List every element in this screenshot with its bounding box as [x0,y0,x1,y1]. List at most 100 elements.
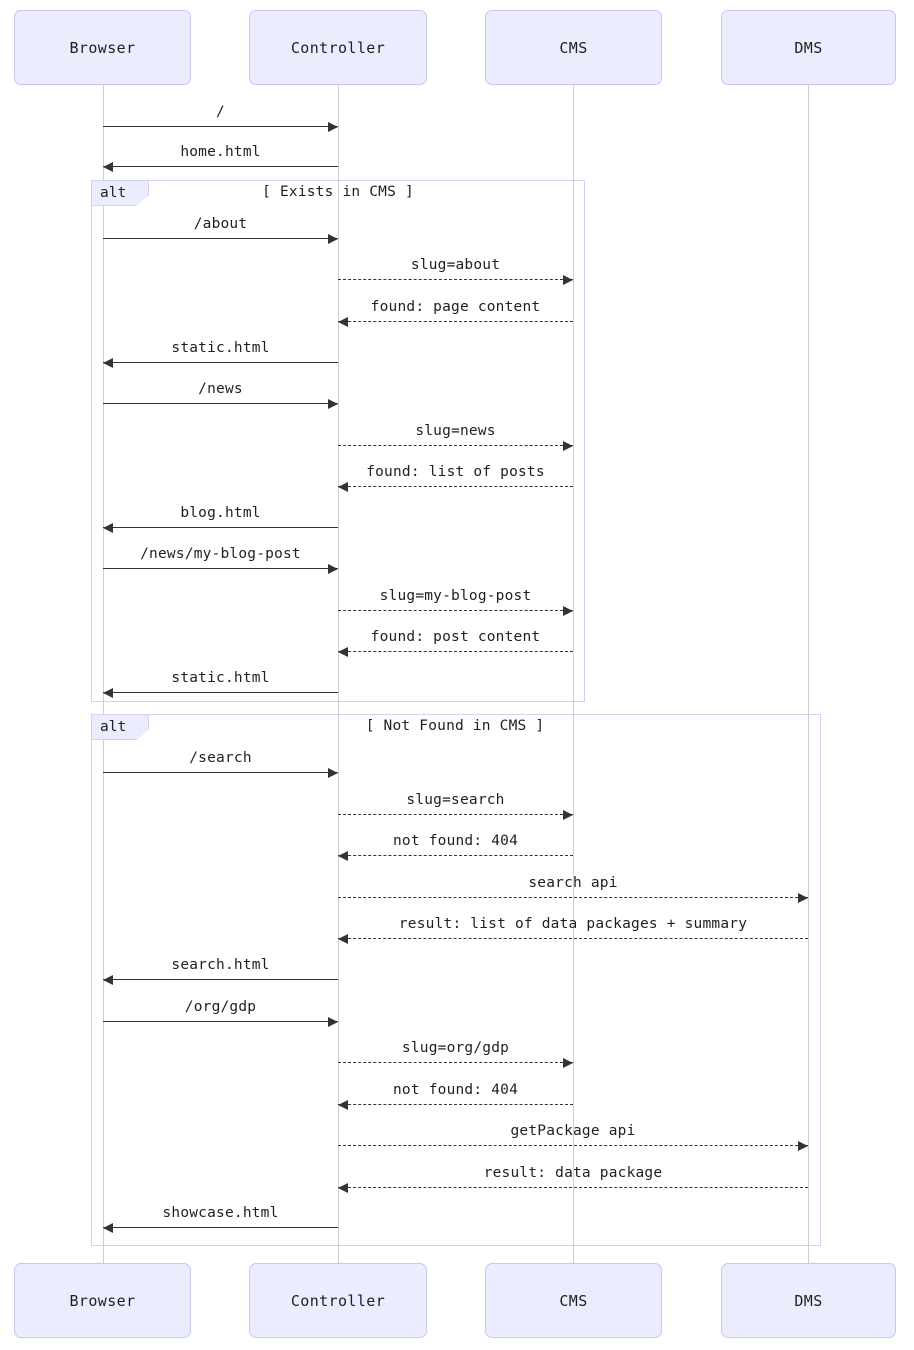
message-line-m08 [338,445,573,446]
message-line-m24 [338,1145,808,1146]
message-line-m05 [338,321,573,322]
message-line-m01 [103,126,338,127]
participant-bottom-cms[interactable]: CMS [485,1263,662,1338]
message-arrowhead-m06 [103,357,113,368]
message-arrowhead-m21 [328,1016,338,1027]
message-line-m25 [338,1187,808,1188]
message-label-m01: / [216,104,225,120]
message-label-m18: search api [528,875,618,891]
message-line-m18 [338,897,808,898]
message-line-m17 [338,855,573,856]
message-label-m04: slug=about [410,257,501,273]
message-arrowhead-m01 [328,121,338,132]
participant-label: CMS [559,38,588,57]
message-line-m02 [103,166,338,167]
message-line-m23 [338,1104,573,1105]
message-arrowhead-m26 [103,1222,113,1233]
lifeline-dms [808,85,809,1263]
message-label-m15: /search [189,750,252,766]
lifeline-browser [103,85,104,1263]
participant-bottom-controller[interactable]: Controller [249,1263,427,1338]
alt-keyword-label: alt [100,185,127,201]
message-line-m21 [103,1021,338,1022]
message-label-m08: slug=news [415,423,496,439]
message-label-m09: found: list of posts [366,464,545,480]
message-label-m23: not found: 404 [392,1082,519,1098]
message-label-m16: slug=search [406,792,505,808]
message-label-m07: /news [198,381,243,397]
message-line-m12 [338,610,573,611]
message-arrowhead-m19 [338,933,348,944]
participant-label: DMS [794,1291,823,1310]
message-label-m05: found: page content [370,299,541,315]
alt-condition-label-alt-exists-in-cms: [ Exists in CMS ] [262,184,414,200]
alt-condition-label-alt-not-found-in-cms: [ Not Found in CMS ] [365,718,545,734]
message-line-m13 [338,651,573,652]
message-line-m09 [338,486,573,487]
message-label-m10: blog.html [180,505,261,521]
alt-fragment-tab-alt-exists-in-cms: alt [92,181,149,206]
message-arrowhead-m03 [328,233,338,244]
message-arrowhead-m25 [338,1182,348,1193]
message-arrowhead-m20 [103,974,113,985]
message-label-m14: static.html [171,670,270,686]
message-arrowhead-m22 [563,1057,573,1068]
message-arrowhead-m04 [563,274,573,285]
message-line-m03 [103,238,338,239]
message-arrowhead-m09 [338,481,348,492]
participant-label: Browser [69,1291,136,1310]
message-label-m20: search.html [171,957,270,973]
message-label-m02: home.html [180,144,261,160]
message-arrowhead-m10 [103,522,113,533]
participant-bottom-dms[interactable]: DMS [721,1263,896,1338]
message-arrowhead-m23 [338,1099,348,1110]
participant-label: CMS [559,1291,588,1310]
participant-label: Controller [290,1291,386,1310]
message-label-m12: slug=my-blog-post [379,588,532,604]
message-label-m11: /news/my-blog-post [140,546,301,562]
message-arrowhead-m24 [798,1140,808,1151]
message-label-m26: showcase.html [162,1205,279,1221]
message-arrowhead-m14 [103,687,113,698]
message-label-m03: /about [193,216,248,232]
lifeline-cms [573,85,574,1263]
message-label-m25: result: data package [483,1165,663,1181]
message-line-m15 [103,772,338,773]
participant-top-cms[interactable]: CMS [485,10,662,85]
message-line-m11 [103,568,338,569]
message-line-m14 [103,692,338,693]
participant-bottom-browser[interactable]: Browser [14,1263,191,1338]
message-label-m13: found: post content [370,629,541,645]
message-label-m22: slug=org/gdp [401,1040,510,1056]
message-arrowhead-m05 [338,316,348,327]
message-line-m06 [103,362,338,363]
participant-top-dms[interactable]: DMS [721,10,896,85]
message-arrowhead-m12 [563,605,573,616]
participant-top-controller[interactable]: Controller [249,10,427,85]
message-arrowhead-m13 [338,646,348,657]
message-label-m17: not found: 404 [392,833,519,849]
message-arrowhead-m02 [103,161,113,172]
participant-label: Controller [290,38,386,57]
message-line-m10 [103,527,338,528]
message-line-m07 [103,403,338,404]
message-line-m16 [338,814,573,815]
message-line-m20 [103,979,338,980]
alt-fragment-tab-alt-not-found-in-cms: alt [92,715,149,740]
message-line-m04 [338,279,573,280]
participant-top-browser[interactable]: Browser [14,10,191,85]
alt-keyword-label: alt [100,719,127,735]
message-arrowhead-m08 [563,440,573,451]
message-line-m22 [338,1062,573,1063]
message-arrowhead-m15 [328,767,338,778]
message-label-m24: getPackage api [510,1123,636,1139]
message-arrowhead-m17 [338,850,348,861]
message-arrowhead-m07 [328,398,338,409]
message-line-m19 [338,938,808,939]
message-label-m06: static.html [171,340,270,356]
message-arrowhead-m16 [563,809,573,820]
message-arrowhead-m11 [328,563,338,574]
lifeline-controller [338,85,339,1263]
message-label-m19: result: list of data packages + summary [398,916,748,932]
